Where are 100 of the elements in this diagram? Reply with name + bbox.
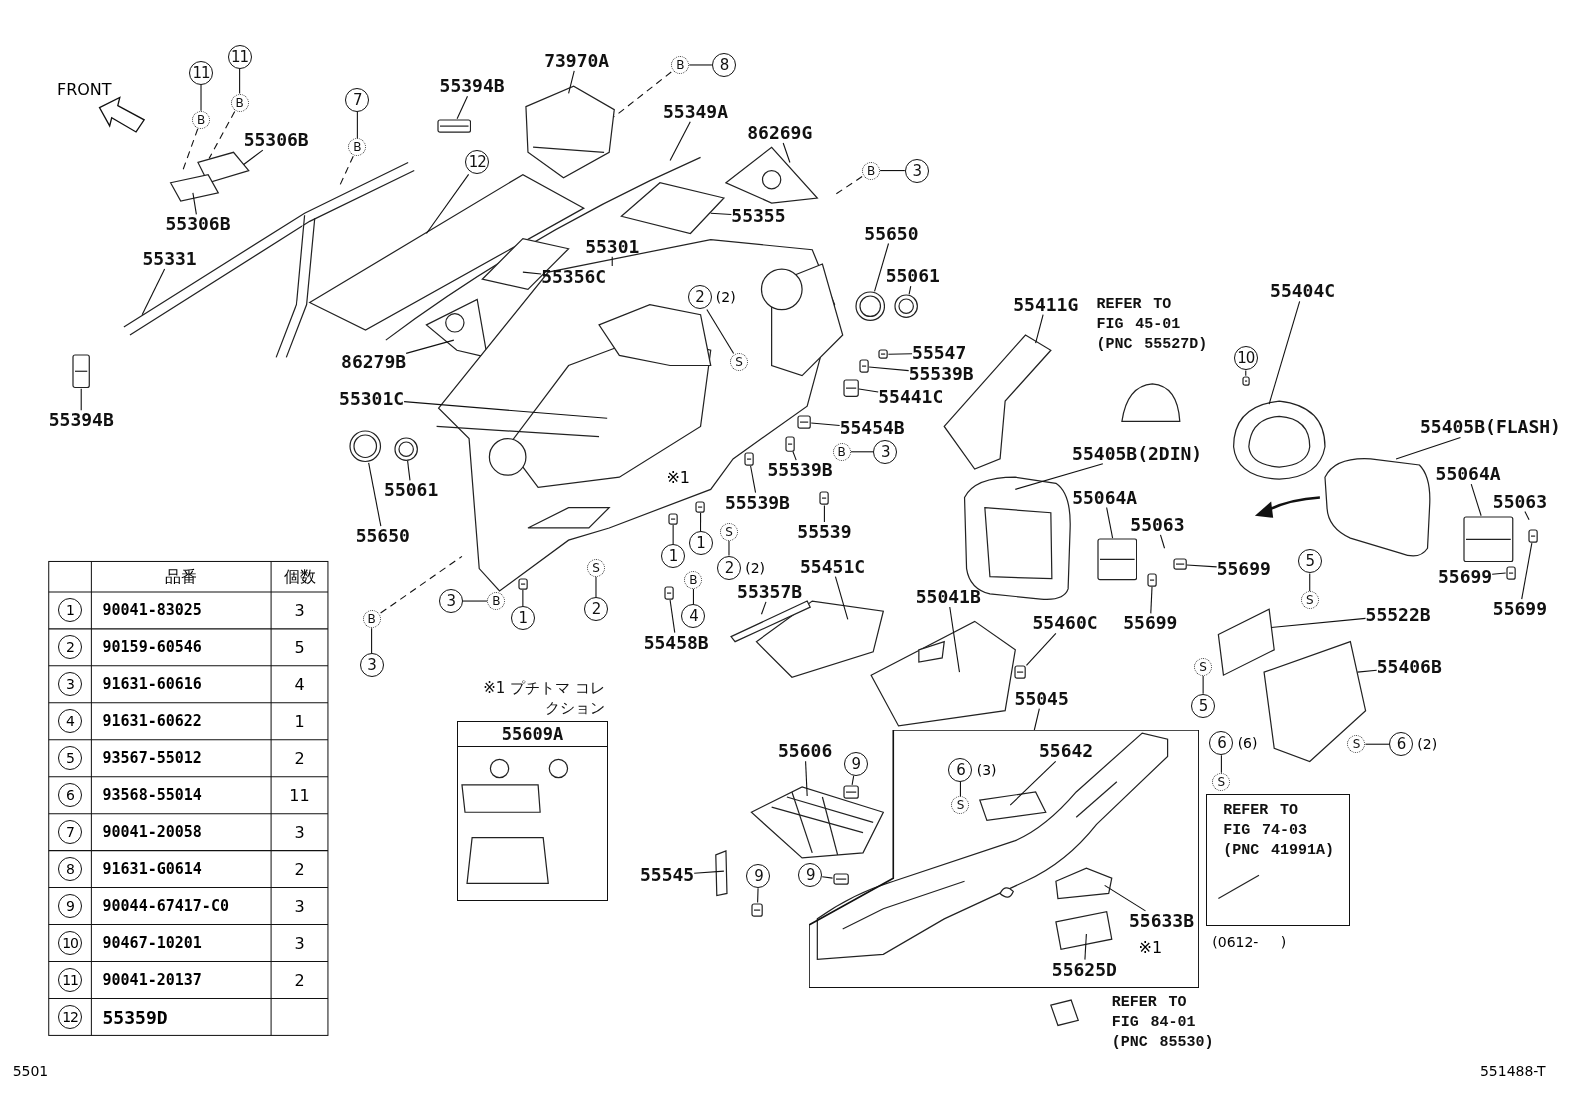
circled-number: 5 [1191, 693, 1216, 718]
quantity: 11 [289, 785, 310, 805]
leader-line [1309, 572, 1311, 592]
part-drawing [1463, 515, 1514, 563]
circled-number: 9 [798, 863, 823, 888]
leader-line [706, 308, 735, 354]
part-number: 91631-60622 [102, 712, 202, 731]
leader-line [407, 460, 411, 481]
quantity: 2 [294, 970, 305, 990]
column-header: 品番 [164, 566, 197, 588]
part-number: 93568-55014 [102, 786, 202, 805]
leader-line [688, 64, 713, 66]
part-number: 55539 [797, 522, 852, 542]
part-number: 55331 [142, 248, 197, 269]
leader-line [1524, 511, 1530, 521]
leader-line [1084, 933, 1087, 961]
circled-letter: S [951, 796, 970, 815]
part-drawing [751, 902, 764, 917]
part-number: 55405B(2DIN) [1072, 443, 1203, 464]
leader-line [243, 149, 264, 166]
leader-line [782, 142, 791, 163]
leader-line [403, 401, 608, 419]
leader-line [949, 606, 960, 673]
part-number: 90041-20137 [102, 970, 202, 989]
leader-line [595, 576, 597, 598]
leader-line [700, 512, 702, 532]
note-mark: ※1 [1138, 937, 1163, 957]
part-drawing [878, 349, 889, 360]
leader-line [462, 600, 489, 602]
leader-line [792, 451, 797, 461]
reference-note: REFER TO FIG 45-01 (PNC 55527D) [1096, 294, 1209, 355]
leader-line [1104, 884, 1147, 912]
circled-letter: S [1300, 591, 1319, 610]
part-number: 55357B [737, 581, 803, 602]
part-number: 55306B [243, 130, 309, 151]
circled-letter: B [684, 570, 703, 589]
leader-line [851, 774, 855, 786]
part-number: 55359D [102, 1006, 168, 1028]
drawing-code: 551488-T [1479, 1063, 1546, 1080]
part-number: 55606 [778, 741, 833, 762]
leader-line [1202, 675, 1204, 695]
leader-line [522, 589, 524, 607]
leader-line [1009, 760, 1057, 806]
part-number: 55609A [457, 721, 608, 747]
leader-line [669, 599, 676, 634]
part-drawing [1241, 375, 1250, 386]
leader-line [887, 353, 913, 355]
part-drawing [436, 118, 472, 133]
part-number: 55306B [165, 214, 231, 235]
quantity: 3 [294, 896, 305, 916]
reference-note: REFER TO FIG 74-03 (PNC 41991A) [1223, 800, 1335, 861]
circled-number: 1 [661, 544, 686, 569]
leader-line [80, 388, 82, 411]
circled-number: 8 [711, 52, 736, 77]
part-number: 55625D [1051, 959, 1117, 980]
leader-line [757, 887, 759, 904]
dashed-leader-line [182, 128, 199, 172]
leader-line [710, 212, 732, 216]
leader-line [834, 576, 849, 620]
part-drawing [842, 378, 859, 397]
circled-letter: S [1347, 735, 1366, 754]
leader-line [1270, 617, 1367, 628]
part-number: 55539B [724, 492, 790, 513]
part-number: 55699 [1123, 613, 1178, 634]
part-drawing [858, 359, 870, 374]
leader-line [1035, 314, 1044, 344]
leader-line [1106, 506, 1114, 539]
quantity-note: (3) [976, 761, 997, 778]
leader-line [692, 588, 694, 605]
leader-line [805, 760, 808, 797]
dashed-leader-line [339, 155, 354, 186]
part-number: 55063 [1130, 514, 1185, 535]
part-number: 55547 [912, 343, 967, 364]
quantity-note: (2) [745, 559, 766, 576]
part-drawing [349, 430, 382, 463]
circled-letter: S [1212, 772, 1231, 791]
quantity: 3 [294, 822, 305, 842]
column-header: 個数 [283, 566, 316, 588]
leader-line [821, 876, 834, 879]
quantity: 5 [294, 637, 305, 657]
leader-line [1268, 300, 1301, 405]
part-number: 55061 [885, 266, 940, 287]
part-number: 55349A [662, 101, 728, 122]
part-number: 55394B [439, 76, 505, 97]
leader-line [669, 121, 691, 161]
dashed-leader-line [208, 111, 236, 159]
part-number: 55454B [839, 418, 905, 439]
part-number: 55064A [1435, 464, 1501, 485]
circled-number: 9 [843, 751, 868, 776]
part-drawing [1147, 572, 1158, 587]
leader-line [368, 462, 382, 527]
leader-line [1033, 707, 1040, 731]
circled-number: 1 [510, 606, 535, 631]
part-number: 55301 [585, 236, 640, 257]
leader-line [356, 110, 358, 139]
part-number: 55699 [1438, 566, 1493, 587]
quantity: 3 [294, 600, 305, 620]
part-number: 55411G [1013, 294, 1079, 315]
part-number: 55451C [800, 556, 866, 577]
leader-line [858, 388, 879, 393]
